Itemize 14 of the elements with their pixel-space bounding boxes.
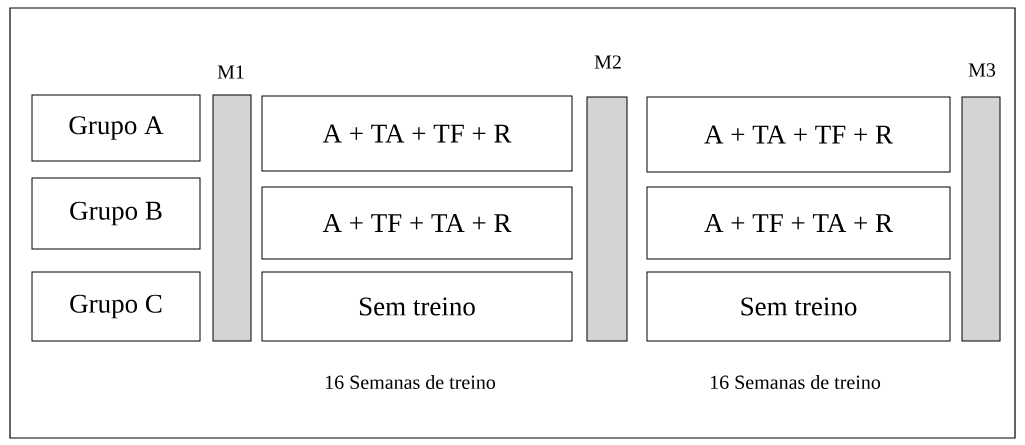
bar-label: M2 <box>594 55 621 69</box>
bar-label: M3 <box>968 63 996 77</box>
text-box: A + TF + TA + R <box>646 186 951 260</box>
text-box: Grupo B <box>31 177 201 250</box>
text-box: Grupo C <box>31 271 201 342</box>
text-box: A + TA + TF + R <box>646 96 951 173</box>
bar-label: M1 <box>217 65 244 79</box>
text-box: Sem treino <box>261 271 573 342</box>
text-box: Grupo A <box>31 94 201 162</box>
text-box: A + TF + TA + R <box>261 186 573 260</box>
duration-label: 16 Semanas de treino <box>325 374 496 390</box>
duration-label: 16 Semanas de treino <box>710 374 881 390</box>
text-box: A + TA + TF + R <box>261 95 573 172</box>
text-box: Sem treino <box>646 271 951 342</box>
